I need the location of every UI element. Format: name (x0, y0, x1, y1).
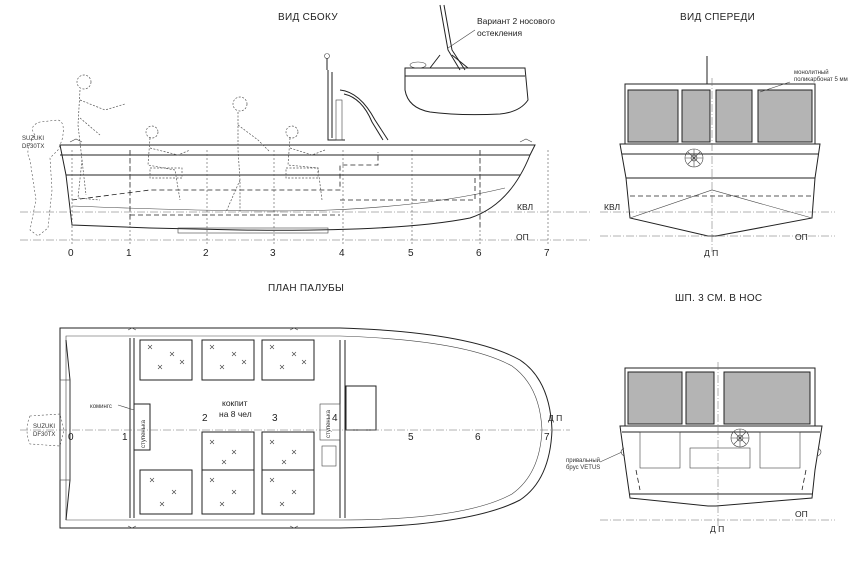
bow-glazing-variant-inset: Вариант 2 носового остекления (404, 4, 555, 116)
fender-label-line1: привальный (566, 457, 600, 464)
front-window-center-right (715, 89, 753, 143)
step-label: ступенька (141, 419, 147, 448)
deck-plan-title: ПЛАН ПАЛУБЫ (268, 283, 344, 294)
console-box (345, 385, 377, 431)
front-dp-label: Д П (704, 248, 718, 258)
deck-station-7: 7 (544, 432, 550, 443)
deck-plan: ступенька комингс ступенька (20, 327, 570, 529)
side-station-3: 3 (270, 248, 276, 259)
deck-dp-label: Д П (548, 413, 562, 423)
side-view: SUZUKI DF30TX КВЛ ОП (20, 53, 590, 245)
deck-hull-outline (59, 327, 553, 529)
front-op-label: ОП (795, 232, 808, 242)
passenger-figures (76, 74, 326, 213)
section-window-right (723, 371, 811, 425)
deck-station-0: 0 (68, 432, 74, 443)
side-kvl-label: КВЛ (517, 202, 533, 212)
section-steering-wheel (730, 428, 750, 448)
deck-engine-label-1: SUZUKI (33, 424, 55, 430)
side-station-6: 6 (476, 248, 482, 259)
front-hull-outline (619, 143, 821, 237)
section-hull-outline (619, 425, 823, 507)
seat-row-bottom (139, 431, 315, 515)
cockpit-label-line2: на 8 чел (219, 409, 252, 419)
side-station-1: 1 (126, 248, 132, 259)
deck-station-3: 3 (272, 413, 278, 424)
deck-station-2: 2 (202, 413, 208, 424)
side-view-title: ВИД СБОКУ (278, 12, 338, 23)
section-view-title: ШП. 3 СМ. В НОС (675, 293, 762, 304)
front-view: КВЛ ОП Д П монолитный поликарбонат 5 мм (600, 56, 848, 258)
side-station-4: 4 (339, 248, 345, 259)
cockpit-label-line1: кокпит (222, 398, 248, 408)
front-steering-wheel (684, 148, 704, 168)
section-dp-label: Д П (710, 524, 724, 534)
front-window-center-left (681, 89, 711, 143)
console-step-label: ступенька (326, 409, 332, 438)
section-op-label: ОП (795, 509, 808, 519)
side-station-0: 0 (68, 248, 74, 259)
front-view-title: ВИД СПЕРЕДИ (680, 12, 755, 23)
deck-station-6: 6 (475, 432, 481, 443)
front-kvl-label: КВЛ (604, 202, 620, 212)
section-window-left (627, 371, 683, 425)
section-view: привальный брус VETUS ОП Д П (566, 362, 835, 534)
step-box (133, 403, 151, 451)
front-window-right (757, 89, 813, 143)
polycarbonate-label-line1: монолитный (794, 69, 829, 76)
fender-label-line2: брус VETUS (566, 465, 600, 471)
side-op-label: ОП (516, 232, 529, 242)
section-window-center (685, 371, 715, 425)
deck-station-5: 5 (408, 432, 414, 443)
deck-motor-outline (26, 413, 65, 447)
variant-label-line2: остекления (477, 28, 522, 38)
side-station-2: 2 (203, 248, 209, 259)
side-station-numbers: 0 1 2 3 4 5 6 7 (68, 248, 550, 259)
deck-station-4: 4 (332, 413, 338, 424)
side-engine-label-1: SUZUKI (22, 136, 44, 142)
side-engine-label-2: DF30TX (22, 144, 44, 150)
coaming-label: комингс (90, 404, 112, 410)
polycarbonate-label-line2: поликарбонат 5 мм (794, 77, 848, 83)
front-window-left (627, 89, 679, 143)
side-station-7: 7 (544, 248, 550, 259)
side-hull-outline (59, 144, 536, 231)
variant-label-line1: Вариант 2 носового (477, 16, 555, 26)
deck-station-1: 1 (122, 432, 128, 443)
side-station-5: 5 (408, 248, 414, 259)
deck-engine-label-2: DF30TX (33, 432, 55, 438)
seat-row-top (139, 339, 315, 381)
